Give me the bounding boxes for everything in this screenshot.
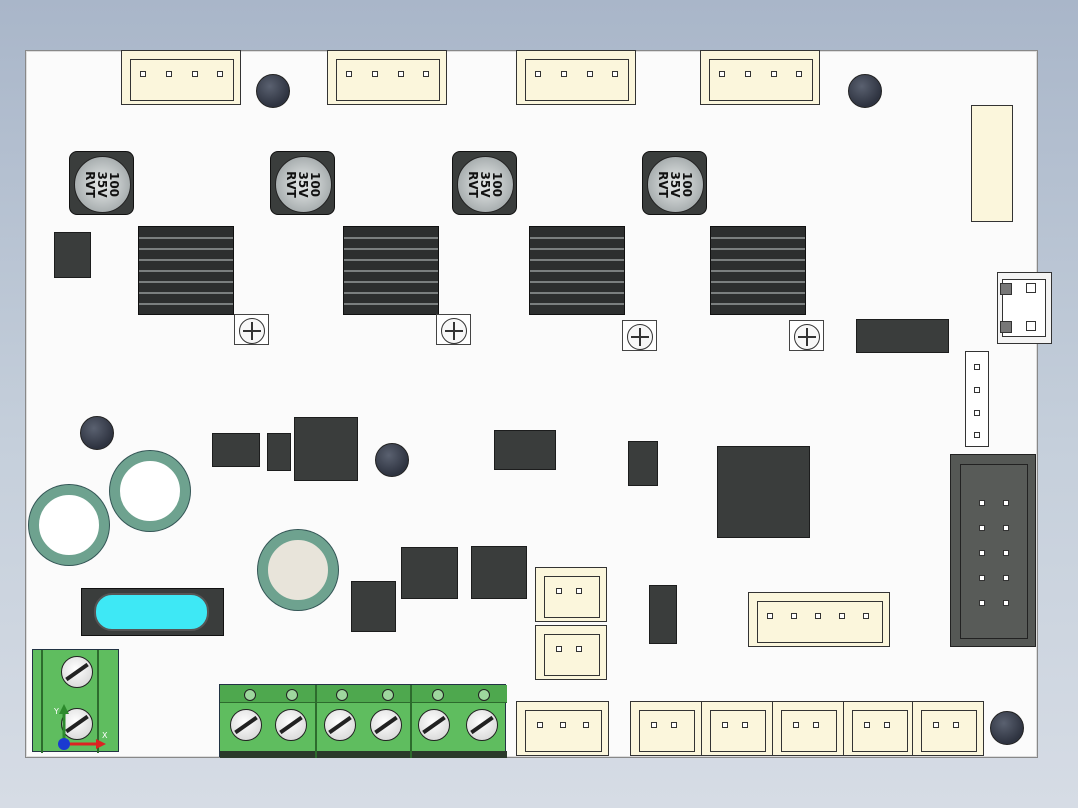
heatsink-1 bbox=[138, 226, 234, 315]
mounting-hole-top-left bbox=[256, 74, 290, 108]
axis-triad-icon: Y X bbox=[53, 704, 108, 750]
connector-top-3 bbox=[516, 50, 636, 105]
connector-top-4 bbox=[700, 50, 820, 105]
potentiometer-2 bbox=[436, 314, 471, 345]
terminal-screw-icon bbox=[230, 709, 262, 741]
capacitor-1: 100 35V RVT bbox=[69, 151, 134, 215]
terminal-screw-icon bbox=[466, 709, 498, 741]
inductor-ring-1 bbox=[110, 451, 190, 531]
chip-lower-2 bbox=[471, 546, 527, 599]
crystal-oscillator bbox=[81, 588, 224, 636]
usb-connector bbox=[997, 272, 1052, 344]
mounting-hole-center bbox=[375, 443, 409, 477]
mounting-hole-bottom-right bbox=[990, 711, 1024, 745]
capacitor-label: 100 35V RVT bbox=[656, 171, 695, 198]
terminal-screw-icon bbox=[370, 709, 402, 741]
connector-5pin bbox=[748, 592, 890, 647]
heatsink-4 bbox=[710, 226, 806, 315]
heatsink-3 bbox=[529, 226, 625, 315]
mcu-chip bbox=[717, 446, 810, 538]
mounting-hole-top-right bbox=[848, 74, 882, 108]
connector-2pin-mid-1 bbox=[535, 567, 607, 622]
chip-lower-3 bbox=[351, 581, 396, 632]
connector-bottom-2 bbox=[701, 701, 773, 756]
pot-knob-icon bbox=[627, 324, 653, 350]
inductor-ring-3 bbox=[258, 530, 338, 610]
connector-bottom-1 bbox=[630, 701, 702, 756]
terminal-block-vertical bbox=[32, 649, 119, 753]
potentiometer-3 bbox=[622, 320, 657, 351]
connector-2pin-mid-2 bbox=[535, 625, 607, 680]
connector-bottom-3pin bbox=[516, 701, 609, 756]
terminal-screw-icon bbox=[61, 708, 93, 740]
inductor-ring-2 bbox=[29, 485, 109, 565]
mounting-hole-mid-left bbox=[80, 416, 114, 450]
connector-top-2 bbox=[327, 50, 447, 105]
idc-header bbox=[950, 454, 1036, 647]
terminal-screw-icon bbox=[324, 709, 356, 741]
connector-bottom-5 bbox=[912, 701, 984, 756]
capacitor-label: 100 35V RVT bbox=[284, 171, 323, 198]
capacitor-label: 100 35V RVT bbox=[83, 171, 122, 198]
terminal-screw-icon bbox=[275, 709, 307, 741]
terminal-screw-icon bbox=[61, 656, 93, 688]
capacitor-2: 100 35V RVT bbox=[270, 151, 335, 215]
connector-vertical-right bbox=[965, 351, 989, 447]
terminal-block-6 bbox=[219, 684, 507, 758]
pot-knob-icon bbox=[794, 324, 820, 350]
connector-bottom-3 bbox=[772, 701, 844, 756]
chip-mid-3 bbox=[294, 417, 358, 481]
chip-mid-4 bbox=[494, 430, 556, 470]
chip-mid-2 bbox=[267, 433, 291, 471]
connector-top-1 bbox=[121, 50, 241, 105]
connector-bottom-4 bbox=[843, 701, 915, 756]
chip-mid-1 bbox=[212, 433, 260, 467]
chip-lower-1 bbox=[401, 547, 458, 599]
capacitor-4: 100 35V RVT bbox=[642, 151, 707, 215]
chip-right-wide bbox=[856, 319, 949, 353]
potentiometer-4 bbox=[789, 320, 824, 351]
chip-lower-4 bbox=[649, 585, 677, 644]
terminal-screw-icon bbox=[418, 709, 450, 741]
capacitor-3: 100 35V RVT bbox=[452, 151, 517, 215]
pcb-board bbox=[25, 50, 1038, 758]
pot-knob-icon bbox=[239, 318, 265, 344]
component-right-top bbox=[971, 105, 1013, 222]
capacitor-label: 100 35V RVT bbox=[466, 171, 505, 198]
pot-knob-icon bbox=[441, 318, 467, 344]
triad-y-label: Y bbox=[53, 707, 59, 716]
potentiometer-1 bbox=[234, 314, 269, 345]
triad-x-label: X bbox=[102, 731, 108, 740]
chip-mid-5 bbox=[628, 441, 658, 486]
heatsink-2 bbox=[343, 226, 439, 315]
chip-left-small bbox=[54, 232, 91, 278]
